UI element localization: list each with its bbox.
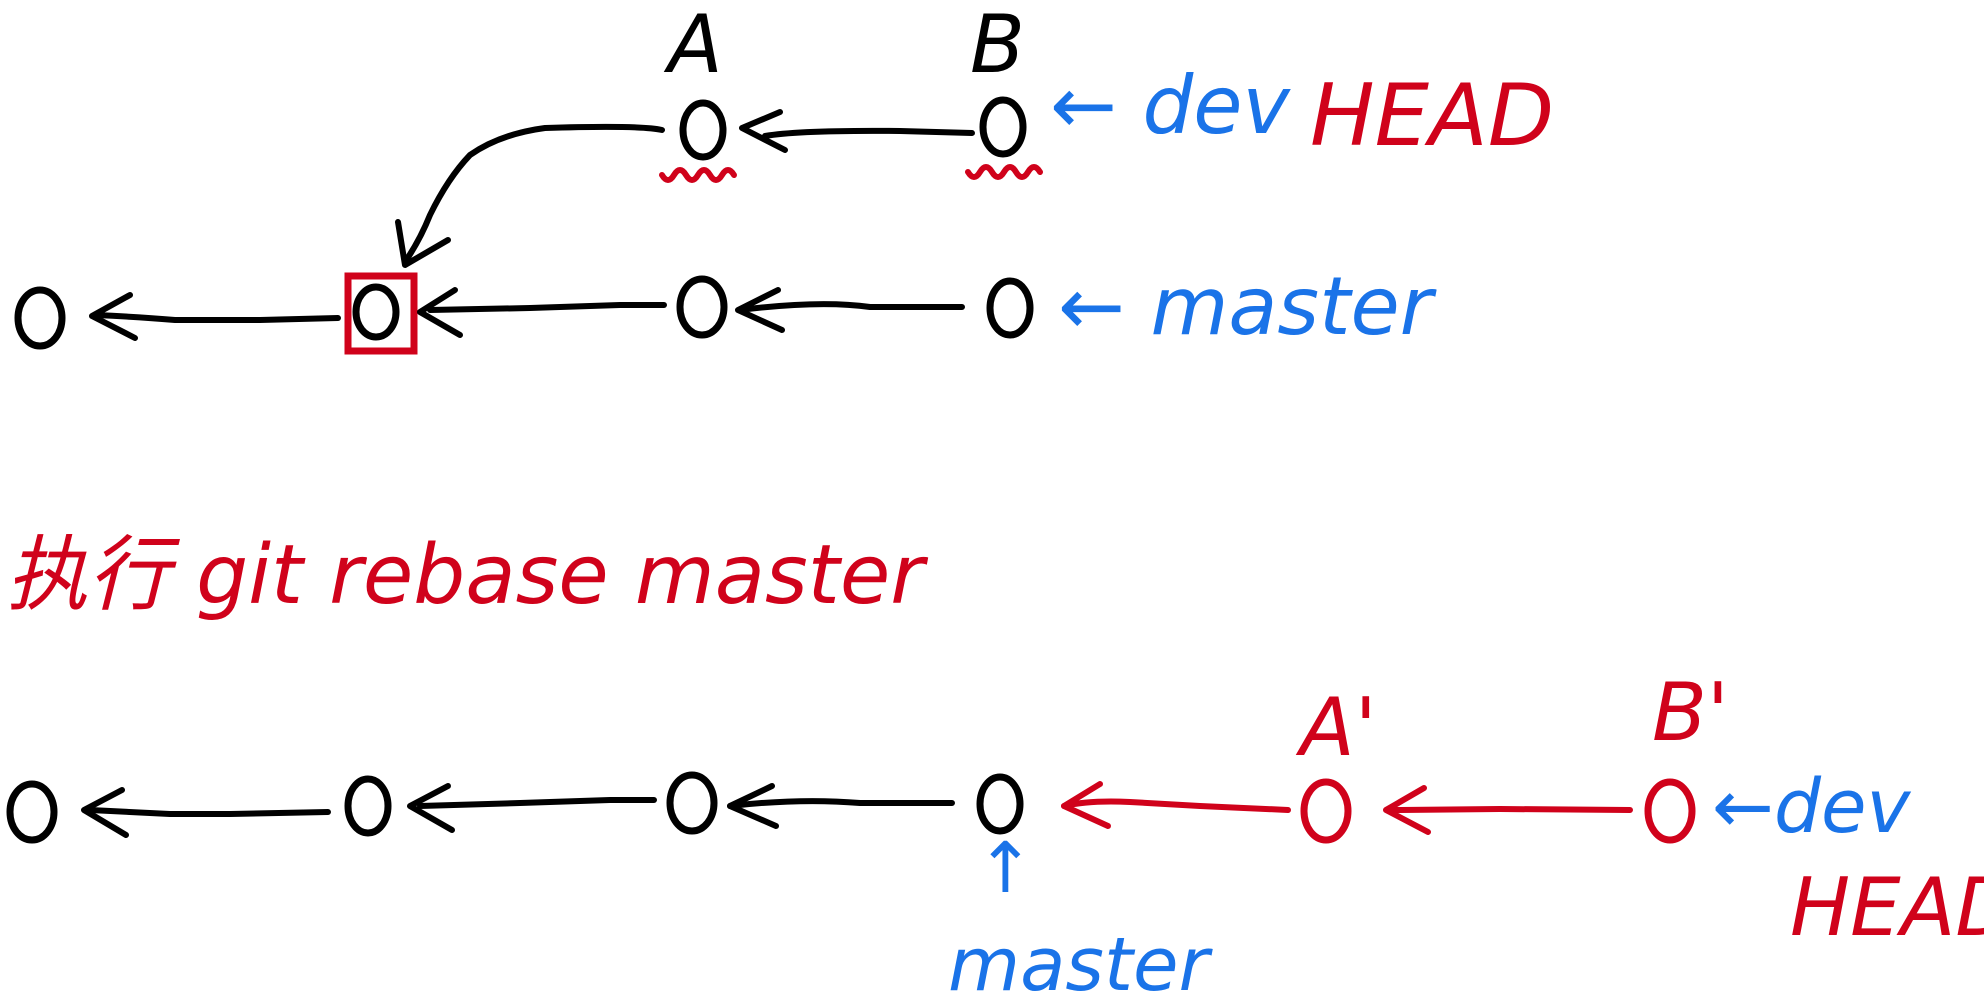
dev-pointer-label: ← dev <box>1050 59 1291 152</box>
after-arrow-m3-to-m2-head <box>727 783 779 829</box>
commit-b-label: B <box>970 0 1025 91</box>
after-master-arrow: ↑ <box>976 827 1035 909</box>
commit-b-prime-label: B' <box>1652 666 1729 759</box>
commit-a-mark <box>659 167 737 183</box>
after-dev-pointer-label: ←dev <box>1712 764 1912 850</box>
after-commit-master-3 <box>976 773 1024 835</box>
arrow-a-to-base-head <box>395 219 451 268</box>
arrow-a-to-base <box>402 123 665 265</box>
after-arrow-base-to-root-head <box>81 787 129 838</box>
arrow-a-prime-to-master-head <box>1061 781 1111 829</box>
arrow-m2-to-base-head <box>417 287 463 338</box>
arrow-a-prime-to-master <box>1061 798 1291 813</box>
arrow-m2-to-base <box>427 302 667 313</box>
commit-master-3 <box>986 277 1034 339</box>
commit-b <box>979 96 1027 158</box>
before-section: A B ← dev HEAD ← master <box>14 0 1554 355</box>
after-arrow-base-to-root <box>87 807 331 817</box>
commit-master-2 <box>676 275 728 339</box>
after-commit-master-2 <box>666 771 718 835</box>
after-master-label: master <box>948 922 1214 1000</box>
after-head-label: HEAD <box>1790 861 1984 954</box>
arrow-m3-to-m2 <box>737 301 965 313</box>
arrow-b-prime-to-a-prime <box>1387 806 1633 813</box>
arrow-m3-to-m2-head <box>735 287 785 333</box>
commit-b-prime <box>1644 778 1696 844</box>
commit-a-prime-label: A' <box>1295 681 1377 774</box>
after-arrow-m2-to-base-head <box>407 783 455 833</box>
commit-b-mark <box>965 164 1043 180</box>
after-commit-merge-base <box>344 775 392 837</box>
commit-merge-base <box>352 283 400 341</box>
after-arrow-m3-to-m2 <box>727 798 955 809</box>
head-label: HEAD <box>1310 66 1554 166</box>
merge-base-highlight <box>344 272 418 355</box>
arrow-b-to-a-head <box>739 109 788 153</box>
commit-a-label: A <box>663 0 723 91</box>
rebase-command-text: 执行 git rebase master <box>6 528 928 623</box>
master-pointer-label: ← master <box>1058 260 1438 353</box>
commit-a-prime <box>1300 778 1352 844</box>
after-commit-root <box>6 780 58 844</box>
arrow-b-prime-to-a-prime-head <box>1383 785 1431 835</box>
commit-a <box>679 99 727 161</box>
arrow-base-to-root-head <box>89 292 138 341</box>
after-section: A' B' ←dev HEAD ↑ master <box>6 666 1984 1000</box>
arrow-base-to-root <box>93 312 341 323</box>
arrow-b-to-a <box>762 127 975 139</box>
after-arrow-m2-to-base <box>417 797 657 809</box>
commit-root <box>14 286 66 350</box>
